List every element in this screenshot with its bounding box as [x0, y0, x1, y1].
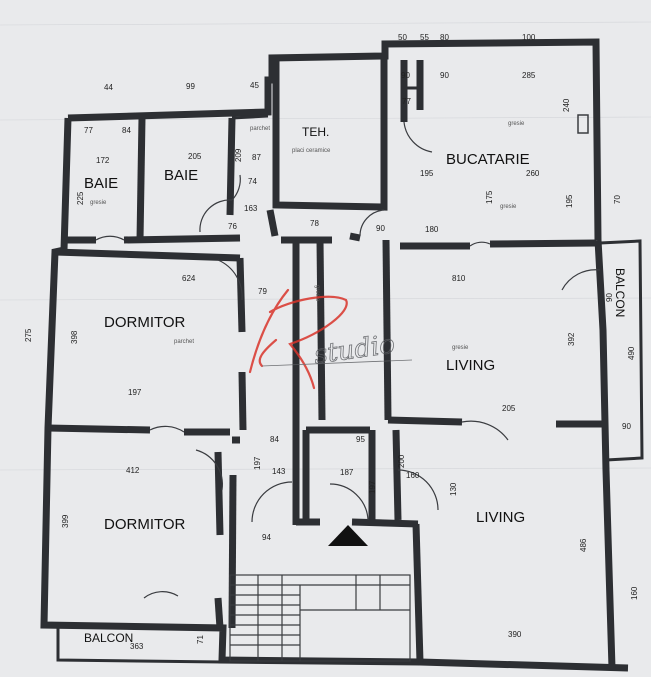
dim-label: 84: [270, 435, 279, 444]
dim-label: 209: [234, 148, 243, 162]
dim-label: 285: [522, 71, 536, 80]
dim-label: 200: [397, 454, 406, 468]
dim-label: 99: [186, 82, 195, 91]
dim-label: 392: [567, 332, 576, 346]
dim-label: 225: [76, 191, 85, 205]
dim-label: 275: [24, 328, 33, 342]
note: parchet: [174, 339, 194, 345]
dim-label: 55: [420, 33, 429, 42]
note: gresie: [314, 285, 320, 302]
dim-label: 205: [502, 404, 516, 413]
dimension-labels: 50 55 80 100 44 99 45 90 90 285 77 84 20…: [24, 33, 639, 651]
room-label-baie-2: BAIE: [164, 167, 198, 184]
dim-label: 78: [310, 219, 319, 228]
dim-label: 197: [253, 456, 262, 470]
dim-label: 187: [340, 468, 354, 477]
dim-label: 76: [228, 222, 237, 231]
note: gresie: [452, 345, 469, 351]
dim-label: 197: [368, 480, 377, 494]
dim-label: 398: [70, 330, 79, 344]
dim-label: 77: [84, 126, 93, 135]
dim-label: 412: [126, 466, 140, 475]
dim-label: 260: [526, 169, 540, 178]
dim-label: 175: [485, 190, 494, 204]
dim-label: 810: [452, 274, 466, 283]
room-label-balcon-right: BALCON: [613, 268, 627, 317]
dim-label: 100: [522, 33, 536, 42]
entrance-arrow-icon: [328, 525, 368, 546]
dim-label: 80: [440, 33, 449, 42]
note: parchet: [250, 126, 270, 132]
room-label-dormitor-1: DORMITOR: [104, 314, 186, 331]
dim-label: 90: [376, 224, 385, 233]
dim-label: 95: [356, 435, 365, 444]
dim-label: 197: [128, 388, 142, 397]
room-label-bucatarie: BUCATARIE: [446, 151, 530, 168]
room-label-living-2: LIVING: [476, 509, 525, 526]
dim-label: 163: [244, 204, 258, 213]
dim-label: 143: [272, 467, 286, 476]
dim-label: 90: [401, 71, 410, 80]
floor-material-notes: parchet placi ceramice gresie gresie gre…: [90, 121, 525, 351]
room-label-balcon-bottom: BALCON: [84, 631, 133, 645]
dim-label: 195: [565, 194, 574, 208]
room-labels: BAIE BAIE TEH. BUCATARIE BALCON DORMITOR…: [84, 125, 627, 645]
dim-label: 160: [406, 471, 420, 480]
note: placi ceramice: [292, 148, 331, 154]
dim-label: 130: [449, 482, 458, 496]
staircase: [229, 574, 411, 662]
dim-label: 90: [622, 422, 631, 431]
dim-label: 79: [258, 287, 267, 296]
room-label-teh: TEH.: [302, 125, 329, 139]
dim-label: 490: [627, 346, 636, 360]
note: gresie: [90, 200, 107, 206]
dim-label: 240: [562, 98, 571, 112]
note: gresie: [500, 204, 517, 210]
dim-label: 45: [250, 81, 259, 90]
dim-label: 363: [130, 642, 144, 651]
doors: [95, 121, 601, 599]
dim-label: 90: [440, 71, 449, 80]
dim-label: 70: [613, 195, 622, 204]
dim-label: 44: [104, 83, 113, 92]
dim-label: 486: [579, 538, 588, 552]
walls: [40, 38, 644, 672]
dim-label: 624: [182, 274, 196, 283]
room-label-living-1: LIVING: [446, 357, 495, 374]
room-label-baie-1: BAIE: [84, 175, 118, 192]
dim-label: 205: [188, 152, 202, 161]
dim-label: 180: [425, 225, 439, 234]
dim-label: 71: [196, 635, 205, 644]
dim-label: 172: [96, 156, 110, 165]
watermark-k-monogram: [248, 288, 348, 390]
note: gresie: [508, 121, 525, 127]
room-label-dormitor-2: DORMITOR: [104, 516, 186, 533]
kitchen-window: [577, 114, 589, 134]
watermark-underline: [261, 359, 413, 367]
dim-label: 87: [252, 153, 261, 162]
dim-label: 160: [630, 586, 639, 600]
dim-label: 84: [122, 126, 131, 135]
dim-label: 390: [508, 630, 522, 639]
dim-label: 195: [420, 169, 434, 178]
dim-label: 74: [248, 177, 257, 186]
dim-label: 399: [61, 514, 70, 528]
dim-label: 94: [262, 533, 271, 542]
dim-label: 50: [398, 33, 407, 42]
dim-label: 77: [402, 97, 411, 106]
dim-label: 90: [605, 293, 614, 302]
